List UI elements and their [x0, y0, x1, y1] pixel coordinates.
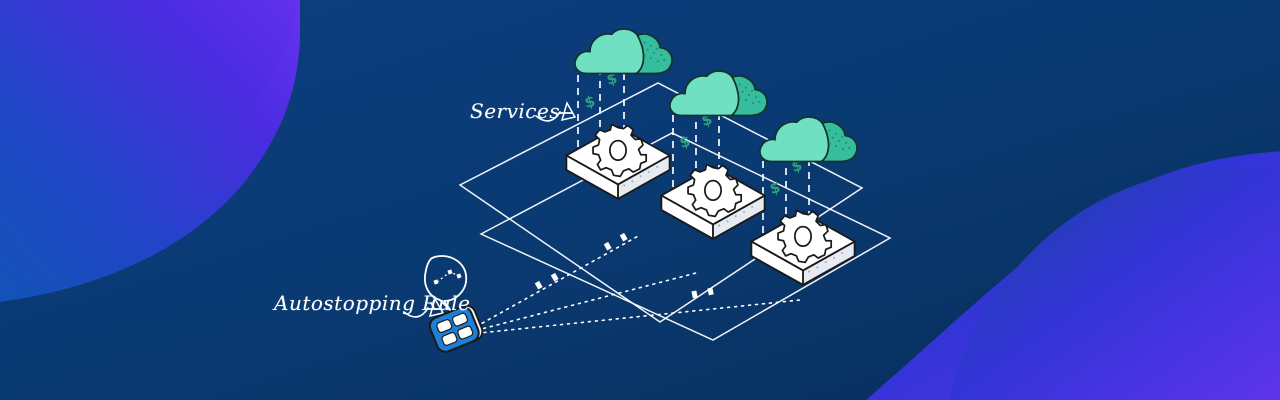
blob-top-left-tail — [0, 0, 300, 302]
services-label: Services — [470, 99, 561, 123]
blob-top-left — [0, 0, 300, 293]
blob-bottom-right-main — [948, 167, 1280, 400]
autostopping-rule-label: Autostopping Rule — [274, 291, 471, 315]
